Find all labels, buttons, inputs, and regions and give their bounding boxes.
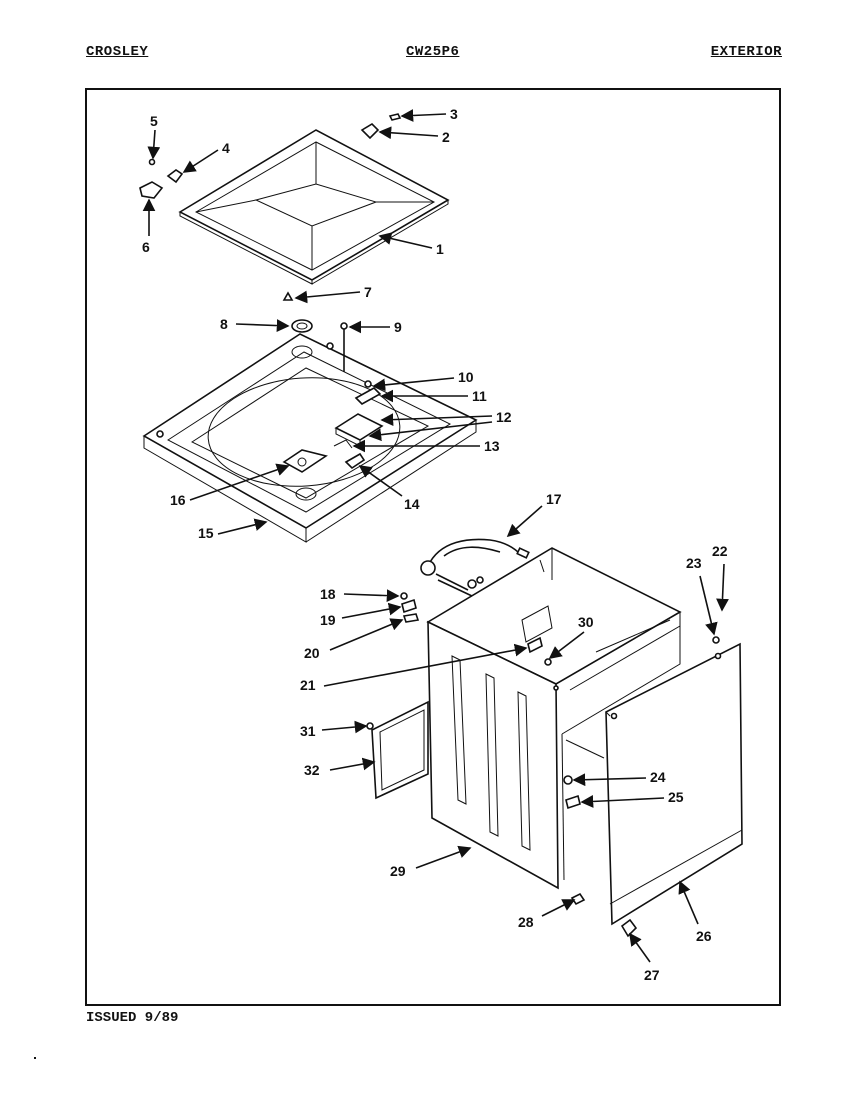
callout-8: 8 [220,316,228,332]
hinge-parts [139,113,402,301]
top-panel-hardware [282,319,384,473]
callout-2: 2 [442,129,450,145]
callout-32: 32 [304,762,320,778]
callout-25: 25 [668,789,684,805]
top-panel-part [142,333,478,543]
callout-31: 31 [300,723,316,739]
issued-date: ISSUED 9/89 [86,1010,179,1026]
callout-18: 18 [320,586,336,602]
callout-1: 1 [436,241,444,257]
callout-12: 12 [496,409,512,425]
misc-hardware [563,775,586,906]
callout-20: 20 [304,645,320,661]
callout-10: 10 [458,369,474,385]
callout-3: 3 [450,106,458,122]
rear-panel-part [605,636,743,938]
callout-labels: 1 2 3 4 5 6 7 8 9 10 11 12 13 14 15 16 1… [142,106,728,983]
callout-24: 24 [650,769,666,785]
model-number: CW25P6 [406,44,460,60]
brand-header: CROSLEY [86,44,149,60]
leader-lines [142,109,729,963]
lid-part [178,129,450,285]
stray-mark [34,1057,36,1059]
callout-15: 15 [198,525,214,541]
callout-19: 19 [320,612,336,628]
power-cord-part [420,538,530,597]
callout-11: 11 [472,388,487,404]
callout-26: 26 [696,928,712,944]
diagram-frame [85,88,781,1006]
callout-27: 27 [644,967,660,983]
callout-9: 9 [394,319,402,335]
access-panel-part [366,700,429,800]
section-title: EXTERIOR [710,44,782,60]
callout-30: 30 [578,614,594,630]
callout-23: 23 [686,555,702,571]
callout-4: 4 [222,140,230,156]
callout-16: 16 [170,492,186,508]
callout-29: 29 [390,863,406,879]
callout-7: 7 [364,284,372,300]
callout-22: 22 [712,543,728,559]
callout-21: 21 [300,677,316,693]
callout-14: 14 [404,496,420,512]
callout-13: 13 [484,438,500,454]
callout-6: 6 [142,239,150,255]
callout-28: 28 [518,914,534,930]
cabinet-part [426,547,682,890]
callout-5: 5 [150,113,158,129]
cabinet-hardware [400,592,543,654]
callout-17: 17 [546,491,562,507]
